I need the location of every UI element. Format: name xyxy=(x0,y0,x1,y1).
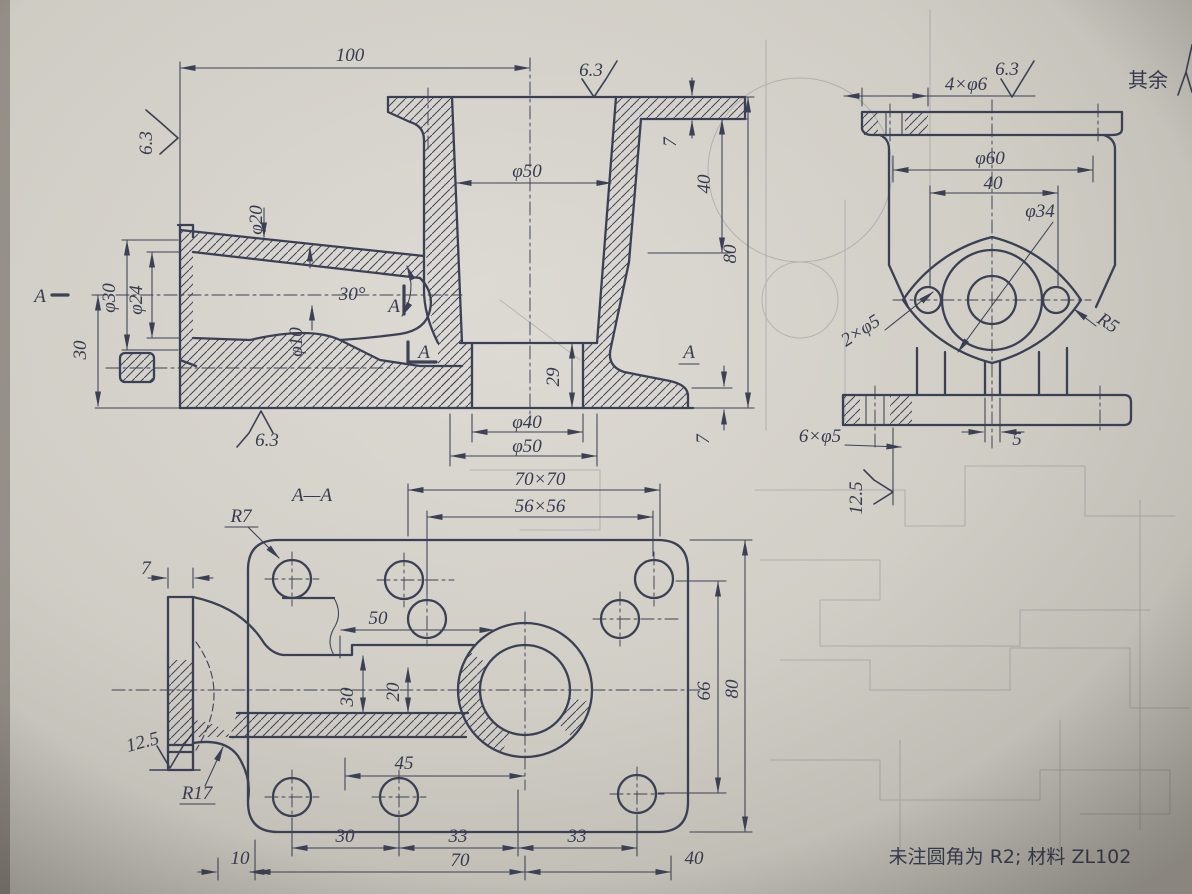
others-label: 其余 xyxy=(1128,68,1168,92)
dim-30-left: 30 xyxy=(70,340,91,361)
dim-30-bottom: 30 xyxy=(335,826,356,847)
dim-33-b: 33 xyxy=(567,826,587,847)
dim-40-right: 40 xyxy=(694,174,715,194)
dim-30-degrees: 30° xyxy=(338,284,366,305)
dim-50: 50 xyxy=(369,608,389,629)
dim-40-side: 40 xyxy=(984,173,1004,194)
dim-phi24: φ24 xyxy=(126,285,147,315)
dim-4xphi6: 4×φ6 xyxy=(945,74,988,95)
finish-value-left: 6.3 xyxy=(136,131,157,155)
dim-phi50-bottom: φ50 xyxy=(512,436,542,457)
finish-value-4xphi6: 6.3 xyxy=(995,59,1019,80)
page-edge-shadow xyxy=(0,0,10,894)
dim-30-vertical: 30 xyxy=(337,687,358,708)
dim-7-bottom: 7 xyxy=(693,433,714,444)
section-label-a-left: A xyxy=(32,286,46,307)
dim-r17: R17 xyxy=(181,783,214,804)
dim-phi40-bottom: φ40 xyxy=(512,412,542,433)
finish-value-top: 6.3 xyxy=(579,60,603,81)
section-label-a1: A xyxy=(386,296,400,317)
dim-80-right: 80 xyxy=(720,244,741,264)
dim-45: 45 xyxy=(395,753,414,774)
dim-phi10: φ10 xyxy=(286,327,307,357)
dim-7-top: 7 xyxy=(660,136,681,147)
dim-70x70: 70×70 xyxy=(515,469,566,490)
dim-phi34: φ34 xyxy=(1025,201,1055,222)
dim-phi50-top: φ50 xyxy=(512,161,542,182)
dim-6xphi5: 6×φ5 xyxy=(799,426,841,447)
dim-phi20: φ20 xyxy=(246,205,267,235)
dim-7-flange: 7 xyxy=(141,558,152,579)
material-note: 未注圆角为 R2; 材料 ZL102 xyxy=(889,846,1132,868)
dim-phi60: φ60 xyxy=(975,148,1005,169)
dim-66: 66 xyxy=(694,681,715,701)
dim-56x56: 56×56 xyxy=(515,496,566,517)
dim-80-section: 80 xyxy=(722,679,743,699)
dim-29: 29 xyxy=(543,367,564,387)
dim-100: 100 xyxy=(336,45,365,66)
dim-33-a: 33 xyxy=(448,826,468,847)
dim-70: 70 xyxy=(451,850,471,871)
finish-value-bottom: 6.3 xyxy=(255,430,279,451)
dim-r7: R7 xyxy=(229,506,253,527)
finish-value-bottom-flange: 12.5 xyxy=(846,481,867,514)
dim-20: 20 xyxy=(383,682,404,702)
dim-phi30: φ30 xyxy=(99,283,120,313)
section-label-a2: A xyxy=(416,342,430,363)
dim-40-bottom: 40 xyxy=(685,848,705,869)
dim-5: 5 xyxy=(1012,429,1022,450)
dim-10: 10 xyxy=(231,848,251,869)
section-label-a3: A xyxy=(681,342,695,363)
section-title: A—A xyxy=(290,485,333,506)
